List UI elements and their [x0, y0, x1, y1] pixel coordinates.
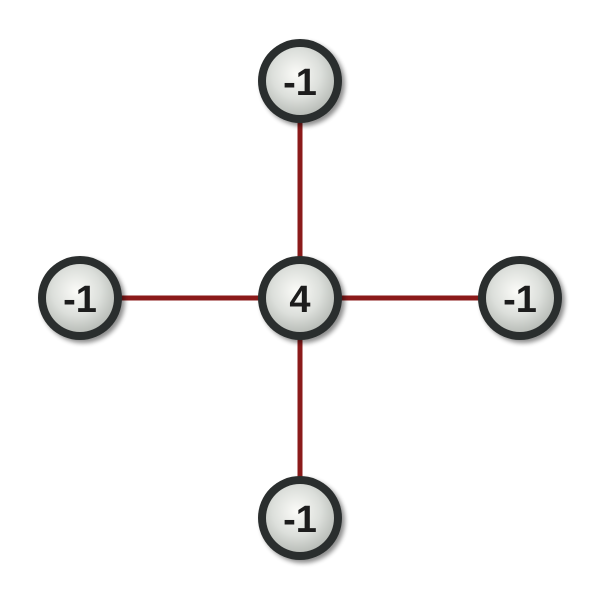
node-face	[266, 264, 334, 332]
node-center-label: 4	[289, 279, 310, 321]
node-left-label: -1	[63, 279, 97, 321]
node-left: -1	[38, 256, 122, 340]
node-face	[46, 264, 114, 332]
node-right: -1	[478, 256, 562, 340]
node-bottom-label: -1	[283, 499, 317, 541]
node-top-label: -1	[283, 62, 317, 104]
node-bottom: -1	[258, 476, 342, 560]
node-center: 4	[258, 256, 342, 340]
node-face	[266, 47, 334, 115]
node-face	[266, 484, 334, 552]
node-top: -1	[258, 39, 342, 123]
node-face	[486, 264, 554, 332]
node-right-label: -1	[503, 279, 537, 321]
